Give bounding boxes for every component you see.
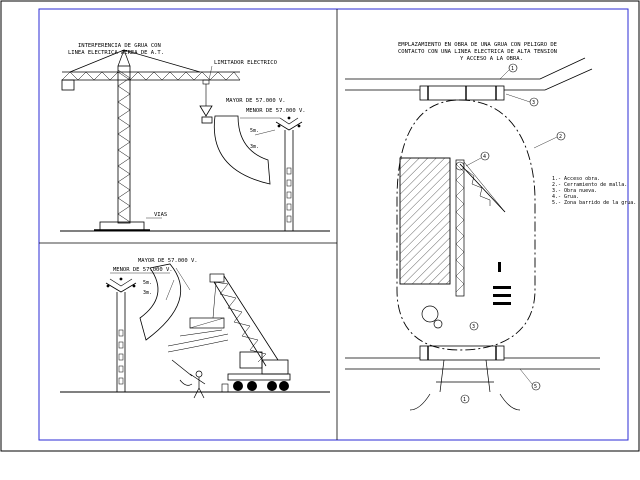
callout-4: 4 <box>465 151 490 167</box>
legend-item-2: 2.- Cerramiento de malla. <box>552 182 627 188</box>
new-building <box>399 157 451 285</box>
limitador-device <box>199 105 213 117</box>
access-bottom <box>419 345 505 361</box>
callout-5-bottom: 5 <box>519 368 541 391</box>
tower-crane-title-line1: INTERFERENCIA DE GRUA CON <box>78 43 161 49</box>
outer-frame <box>0 0 640 452</box>
label-3m-bottom: 3m. <box>143 290 152 296</box>
label-3m-top: 3m. <box>250 144 259 150</box>
label-menor-57000-top: MENOR DE 57.000 V. <box>246 108 306 114</box>
callout-2: 2 <box>533 131 566 149</box>
plan-tree <box>421 305 439 323</box>
callout-1-top: 1 <box>499 63 518 80</box>
legend-item-4: 4.- Grua. <box>552 194 579 200</box>
clearance-zone-arc-bottom <box>139 263 182 341</box>
svg-text:3: 3 <box>532 100 535 106</box>
svg-text:5: 5 <box>534 384 537 390</box>
access-top <box>419 85 505 101</box>
mobile-crane-load <box>189 317 225 329</box>
electric-pole-bottom <box>105 277 137 392</box>
legend-item-3: 3.- Obra nueva. <box>552 188 597 194</box>
svg-text:1: 1 <box>511 66 514 72</box>
electric-pole-top <box>275 116 303 231</box>
label-vias: VIAS <box>154 212 167 218</box>
label-menor-57000-bottom: MENOR DE 57.000 V. <box>113 267 173 273</box>
panel-tower-crane: INTERFERENCIA DE GRUA CON LINEA ELECTRIC… <box>60 43 330 232</box>
label-limitador-electrico: LIMITADOR ELECTRICO <box>214 60 277 66</box>
label-5m-bottom: 5m. <box>143 280 152 286</box>
panel-site-plan: EMPLAZAMIENTO EN OBRA DE UNA GRUA CON PE… <box>345 42 636 411</box>
callout-3-bottom: 3 <box>469 321 479 331</box>
legend: 1.- Acceso obra. 2.- Cerramiento de mall… <box>552 176 636 206</box>
clearance-zone-arc-top <box>213 115 271 185</box>
label-5m-top: 5m. <box>250 128 259 134</box>
fence-enclosure <box>396 99 536 351</box>
crane-mast <box>117 65 131 224</box>
svg-text:2: 2 <box>559 134 562 140</box>
label-mayor-57000-bottom: MAYOR DE 57.000 V. <box>138 258 198 264</box>
worker-figure <box>171 359 206 399</box>
road-top <box>345 57 593 91</box>
svg-text:4: 4 <box>483 154 486 160</box>
crane-plan <box>455 159 506 297</box>
legend-item-5: 5.- Zona barrido de la grua. <box>552 200 636 206</box>
gate-bottom <box>409 359 521 411</box>
crane-load <box>201 116 213 124</box>
callout-3: 3 <box>505 93 539 107</box>
site-plan-title-line2: CONTACTO CON UNA LINEA ELECTRICA DE ALTA… <box>398 49 557 55</box>
drawing-border <box>38 8 629 441</box>
crane-mast-lattice <box>117 69 131 223</box>
svg-text:3: 3 <box>472 324 475 330</box>
crane-counterweight <box>61 79 75 91</box>
mobile-crane <box>167 273 291 393</box>
crane-jib-lattice <box>61 71 241 81</box>
svg-text:1: 1 <box>463 397 466 403</box>
site-plan-title-line3: Y ACCESO A LA OBRA. <box>460 56 523 62</box>
callout-1-bottom: 1 <box>460 394 470 404</box>
site-plan-title-line1: EMPLAZAMIENTO EN OBRA DE UNA GRUA CON PE… <box>398 42 557 48</box>
label-mayor-57000-top: MAYOR DE 57.000 V. <box>226 98 286 104</box>
legend-item-1: 1.- Acceso obra. <box>552 176 600 182</box>
crane-tower-peak <box>69 49 201 73</box>
panel-mobile-crane: MAYOR DE 57.000 V. MENOR DE 57.000 V. 5m… <box>60 258 330 399</box>
